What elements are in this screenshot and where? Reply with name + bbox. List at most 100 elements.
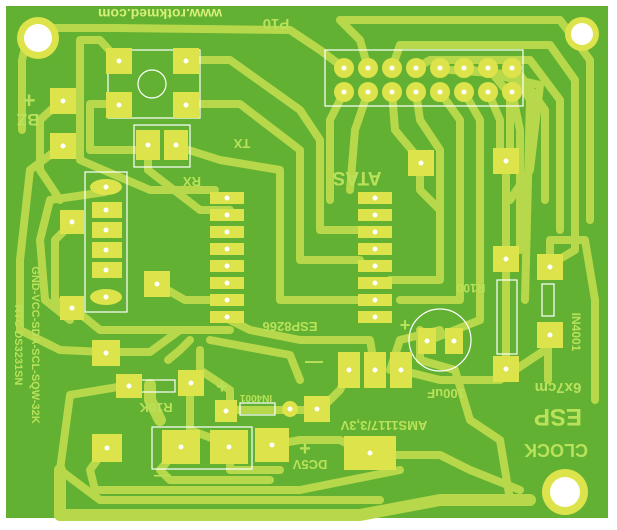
- label-rtc-1: RTC DS3231SN: [12, 305, 24, 386]
- label-dc5v: DC5V: [292, 457, 327, 472]
- drill-hole: [103, 267, 109, 273]
- capacitor-outline: [408, 308, 472, 372]
- button-outline: [107, 49, 201, 119]
- drill-hole: [424, 338, 430, 344]
- rtc-outline: [84, 171, 128, 313]
- drill-hole: [346, 367, 352, 373]
- label-ams: AMS1117/3,3V: [340, 418, 427, 433]
- drill-hole: [269, 442, 275, 448]
- tx-rx-header-outline: [133, 124, 191, 168]
- drill-hole: [224, 297, 230, 303]
- drill-hole: [451, 338, 457, 344]
- drill-hole: [461, 89, 467, 95]
- button-circle: [137, 69, 167, 99]
- label-in4001-mid: IN4001: [239, 392, 272, 403]
- label-rtc-2: GND-VCC-SDA-SCL-SQW-32K: [29, 266, 41, 423]
- drill-hole: [60, 98, 66, 104]
- drill-hole: [314, 406, 320, 412]
- label-atas: ATAS: [333, 167, 382, 188]
- drill-hole: [365, 89, 371, 95]
- label-cap-value: 100uF: [427, 386, 465, 401]
- drill-hole: [224, 263, 230, 269]
- label-plus-cap: +: [400, 315, 411, 335]
- drill-holes: [60, 58, 553, 456]
- drill-hole: [372, 212, 378, 218]
- drill-hole: [341, 89, 347, 95]
- drill-hole: [503, 366, 509, 372]
- label-esp8266: ESP8266: [263, 319, 318, 334]
- r100-small-outline: [541, 283, 555, 317]
- drill-hole: [547, 332, 553, 338]
- drill-hole: [224, 314, 230, 320]
- p10-connector-outline: [324, 49, 524, 107]
- drill-hole: [372, 229, 378, 235]
- drill-hole: [103, 184, 109, 190]
- in4001-mid-outline: [239, 402, 276, 416]
- drill-hole: [60, 143, 66, 149]
- drill-hole: [145, 142, 151, 148]
- drill-hole: [173, 142, 179, 148]
- label-r100: R100: [456, 281, 485, 295]
- drill-hole: [547, 264, 553, 270]
- drill-hole: [154, 281, 160, 287]
- drill-hole: [224, 212, 230, 218]
- label-bz-plus: +: [23, 88, 36, 113]
- drill-hole: [372, 263, 378, 269]
- drill-hole: [183, 102, 189, 108]
- drill-hole: [509, 89, 515, 95]
- drill-hole: [223, 408, 229, 414]
- wide-traces: [54, 379, 536, 521]
- drill-hole: [389, 65, 395, 71]
- label-tx: TX: [233, 136, 250, 151]
- drill-hole: [372, 246, 378, 252]
- label-plus-dc: +: [299, 438, 311, 460]
- drill-hole: [418, 160, 424, 166]
- drill-hole: [461, 65, 467, 71]
- drill-hole: [372, 314, 378, 320]
- label-minus-dc: —: [154, 467, 170, 484]
- drill-hole: [287, 406, 293, 412]
- drill-hole: [116, 58, 122, 64]
- drill-hole: [372, 297, 378, 303]
- drill-hole: [126, 383, 132, 389]
- drill-hole: [503, 256, 509, 262]
- label-p10: P10: [263, 15, 290, 32]
- drill-hole: [413, 89, 419, 95]
- label-rx: RX: [183, 174, 201, 189]
- drill-hole: [437, 89, 443, 95]
- drill-hole: [69, 219, 75, 225]
- drill-hole: [226, 444, 232, 450]
- drill-hole: [104, 445, 110, 451]
- drill-hole: [224, 280, 230, 286]
- drill-hole: [69, 305, 75, 311]
- drill-hole: [437, 65, 443, 71]
- drill-hole: [372, 195, 378, 201]
- label-in4001-right: IN4001: [569, 313, 583, 352]
- drill-hole: [389, 89, 395, 95]
- drill-hole: [365, 65, 371, 71]
- label-clock: CLOCK: [524, 440, 588, 460]
- drill-hole: [372, 280, 378, 286]
- label-minus-esp: —: [305, 351, 323, 371]
- drill-hole: [224, 229, 230, 235]
- drill-hole: [103, 247, 109, 253]
- drill-hole: [103, 207, 109, 213]
- label-size: 6x7cm: [535, 379, 582, 396]
- drill-hole: [116, 102, 122, 108]
- label-plus-mid: +: [216, 376, 228, 398]
- drill-hole: [485, 89, 491, 95]
- label-esp: ESP: [534, 403, 582, 430]
- drill-hole: [224, 246, 230, 252]
- drill-hole: [341, 65, 347, 71]
- label-website: www.rotkmed.com: [98, 6, 223, 22]
- mounting-holes: [17, 17, 599, 515]
- label-bz: BZ: [17, 110, 40, 129]
- r100-outline: [496, 279, 518, 355]
- drill-hole: [188, 380, 194, 386]
- drill-hole: [224, 195, 230, 201]
- drill-hole: [103, 227, 109, 233]
- drill-hole: [509, 65, 515, 71]
- drill-hole: [485, 65, 491, 71]
- drill-hole: [103, 350, 109, 356]
